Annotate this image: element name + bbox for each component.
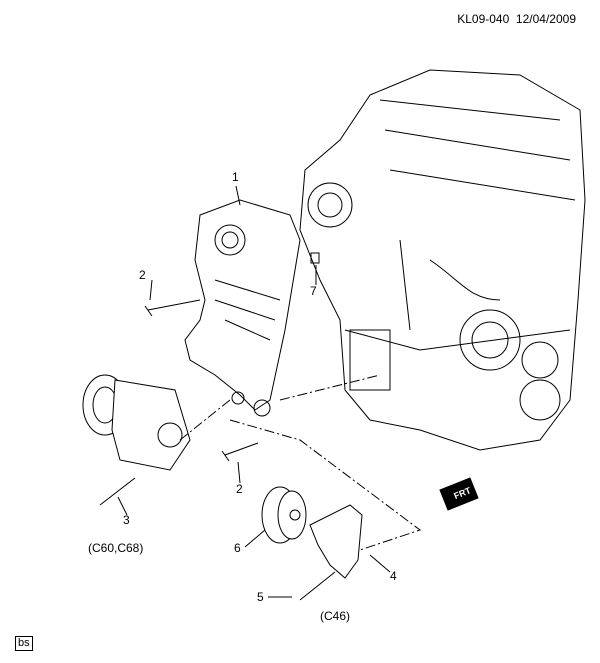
timing-cover <box>184 199 301 417</box>
callout-6: 6 <box>234 541 241 555</box>
note-c60-c68: (C60,C68) <box>88 541 144 555</box>
pulley-bracket <box>309 504 363 579</box>
note-c46: (C46) <box>320 609 351 623</box>
ac-compressor <box>82 374 191 471</box>
callout-2: 2 <box>139 268 146 282</box>
diagram-header: KL09-040 12/04/2009 <box>457 12 576 26</box>
front-arrow-icon <box>439 477 479 511</box>
bolt-3 <box>99 477 136 506</box>
engine-block <box>299 69 586 451</box>
callout-5: 5 <box>257 590 264 604</box>
callout-3: 3 <box>123 513 130 527</box>
stud-7 <box>310 252 320 264</box>
bolt-2b <box>221 442 259 462</box>
callout-4: 4 <box>390 569 397 583</box>
callout-1: 1 <box>232 170 239 184</box>
callout-2: 2 <box>236 482 243 496</box>
callout-7: 7 <box>310 284 317 298</box>
footer-tag: bs <box>15 636 33 651</box>
idler-pulley <box>261 486 307 544</box>
bolt-2a <box>144 299 201 317</box>
bolt-5 <box>299 571 336 601</box>
